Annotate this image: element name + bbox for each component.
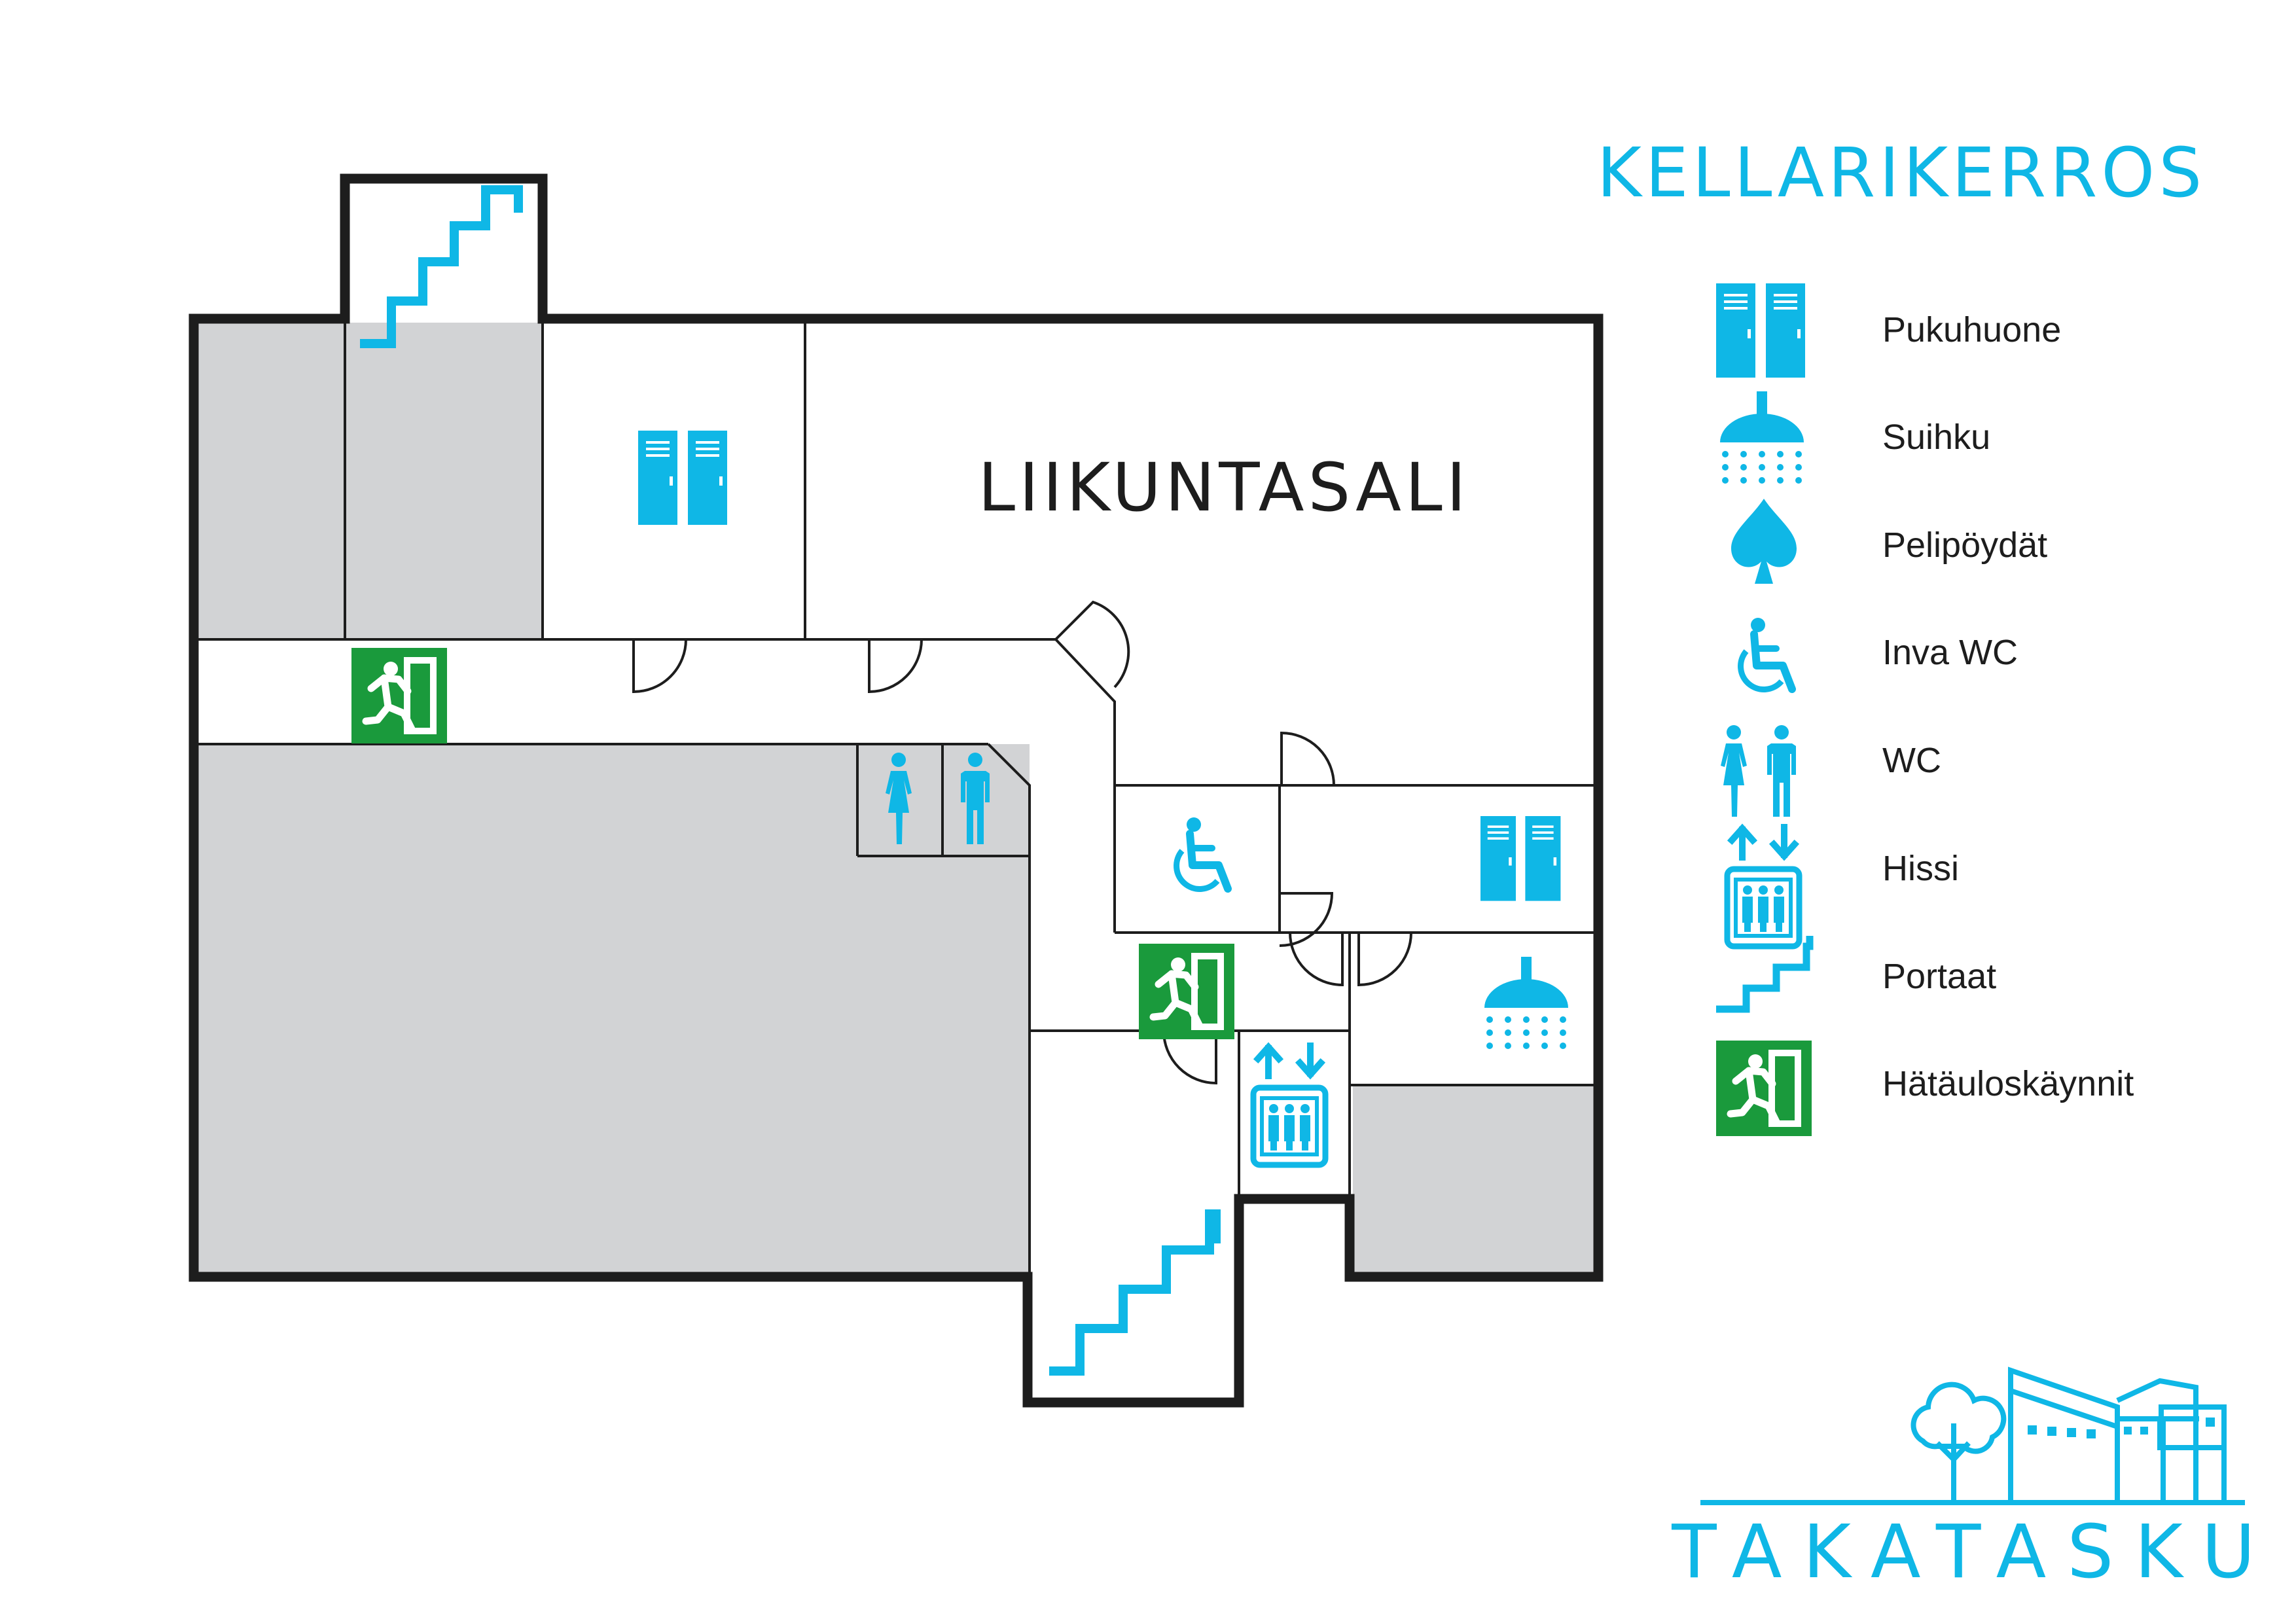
outer-wall <box>188 173 1604 1408</box>
wheelchair-icon <box>1741 618 1792 689</box>
emergency-exit-icon <box>1716 1041 1812 1136</box>
stairs-icon <box>360 185 523 348</box>
legend-item: Inva WC <box>1741 618 2018 689</box>
locker-icon <box>1480 816 1561 901</box>
legend-label: Hissi <box>1882 849 1959 888</box>
elevator-icon <box>1253 1046 1325 1165</box>
legend-label: Pelipöydät <box>1882 526 2047 565</box>
emergency-exit-icon <box>1139 944 1234 1039</box>
legend-label: Inva WC <box>1882 633 2018 672</box>
legend-label: Pukuhuone <box>1882 310 2061 349</box>
emergency-exit-icon <box>351 648 447 743</box>
stairs-icon <box>1049 1209 1221 1376</box>
legend-item: Pelipöydät <box>1731 499 2047 584</box>
room-label-liikuntasali: LIIKUNTASALI <box>978 449 1470 527</box>
wc-woman-icon <box>1721 725 1747 817</box>
legend-label: Hätäuloskäynnit <box>1882 1064 2134 1103</box>
legend-label: WC <box>1882 741 1941 780</box>
brand-logo <box>1700 1366 2245 1505</box>
shower-icon <box>1484 957 1568 1049</box>
legend-item: Portaat <box>1716 936 1996 1013</box>
interior-walls <box>198 319 1598 1272</box>
elevator-icon <box>1727 827 1799 946</box>
spade-icon <box>1731 499 1797 584</box>
door-swings <box>632 600 1412 1085</box>
legend-label: Portaat <box>1882 957 1996 996</box>
legend-label: Suihku <box>1882 418 1990 457</box>
locker-icon <box>1716 283 1805 378</box>
shower-icon <box>1720 391 1804 484</box>
brand-name: TAKATASKU <box>1671 1510 2276 1595</box>
legend-item: Pukuhuone <box>1716 283 2061 378</box>
legend-item: Hissi <box>1727 827 1959 946</box>
stairs-icon <box>1716 936 1814 1013</box>
unused-areas <box>198 323 1598 1274</box>
floor-title: KELLARIKERROS <box>1597 133 2206 213</box>
legend-item: Suihku <box>1720 391 1990 484</box>
wheelchair-icon <box>1177 817 1228 889</box>
legend-item: Hätäuloskäynnit <box>1716 1041 2134 1136</box>
locker-icon <box>638 431 727 525</box>
brand-logo-windows <box>2028 1418 2215 1438</box>
legend: Pukuhuone Suihku Pelipöydät Inva WC WC H… <box>1716 283 2134 1136</box>
legend-item: WC <box>1721 725 1941 817</box>
wc-man-icon <box>1767 725 1796 817</box>
